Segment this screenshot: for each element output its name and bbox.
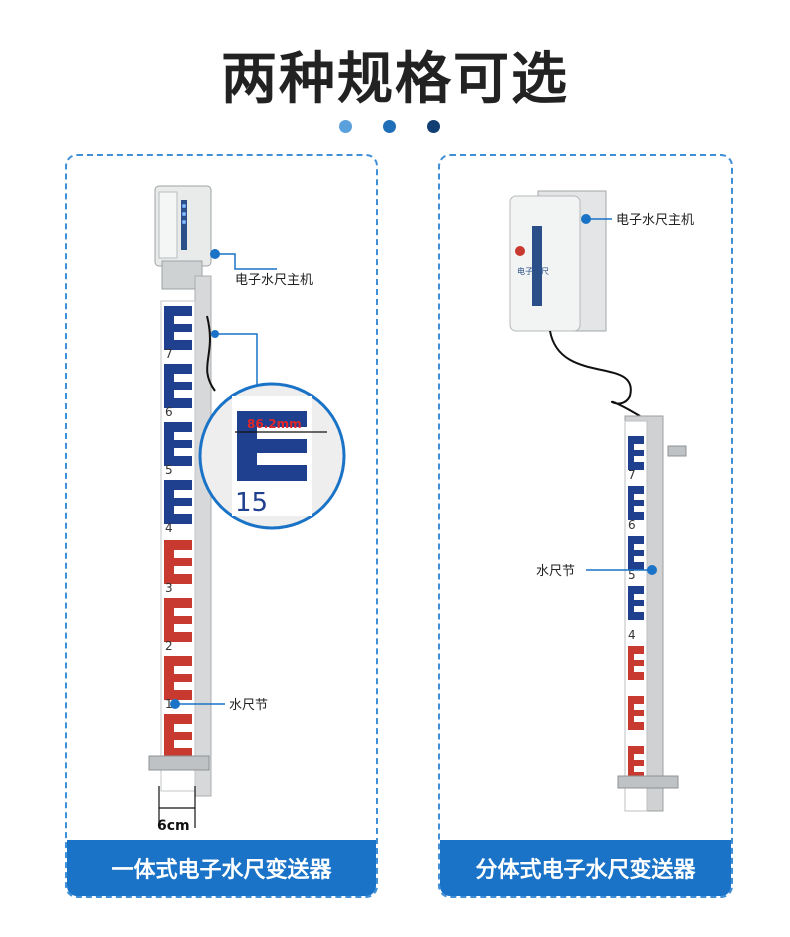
integrated-footer: 一体式电子水尺变送器: [67, 840, 376, 896]
dot-medium: [383, 120, 396, 133]
ruler-number-6: 6: [165, 405, 173, 419]
device-brand: 电子水尺: [517, 266, 549, 276]
ruler-number-1: 1: [165, 697, 173, 711]
ruler-label: 水尺节: [229, 698, 268, 713]
decorative-dots: [339, 120, 451, 134]
split-footer: 分体式电子水尺变送器: [440, 840, 731, 896]
width-label: 6cm: [157, 818, 190, 834]
host-label: 电子水尺主机: [235, 273, 313, 288]
split-type-card: 电子水尺 7 6 5 4 电子水尺主机 水尺节 分体式电子水尺变送器: [438, 154, 733, 898]
ruler-number-7: 7: [165, 347, 173, 361]
integrated-illustration: 7 6 5 4 3 2 1 0 电子水尺主机 86.2mm 15 水尺节 6cm: [148, 185, 346, 834]
ruler-number-3: 3: [165, 581, 173, 595]
dot-dark: [427, 120, 440, 133]
zoom-number: 15: [235, 488, 268, 518]
host-label: 电子水尺主机: [616, 213, 694, 228]
ruler-label: 水尺节: [536, 564, 575, 579]
ruler-number-4: 4: [628, 628, 636, 642]
split-illustration: 电子水尺 7 6 5 4 电子水尺主机 水尺节: [509, 190, 694, 812]
ruler-number-6: 6: [628, 518, 636, 532]
page-title: 两种规格可选: [221, 47, 569, 112]
integrated-type-card: 7 6 5 4 3 2 1 0 电子水尺主机 86.2mm 15 水尺节 6cm: [65, 154, 378, 898]
measure-label: 86.2mm: [247, 417, 302, 431]
dot-light: [339, 120, 352, 133]
ruler-number-5: 5: [165, 463, 173, 477]
ruler-number-4: 4: [165, 521, 173, 535]
ruler-number-7: 7: [628, 468, 636, 482]
ruler-number-5: 5: [628, 568, 636, 582]
ruler-number-2: 2: [165, 639, 173, 653]
